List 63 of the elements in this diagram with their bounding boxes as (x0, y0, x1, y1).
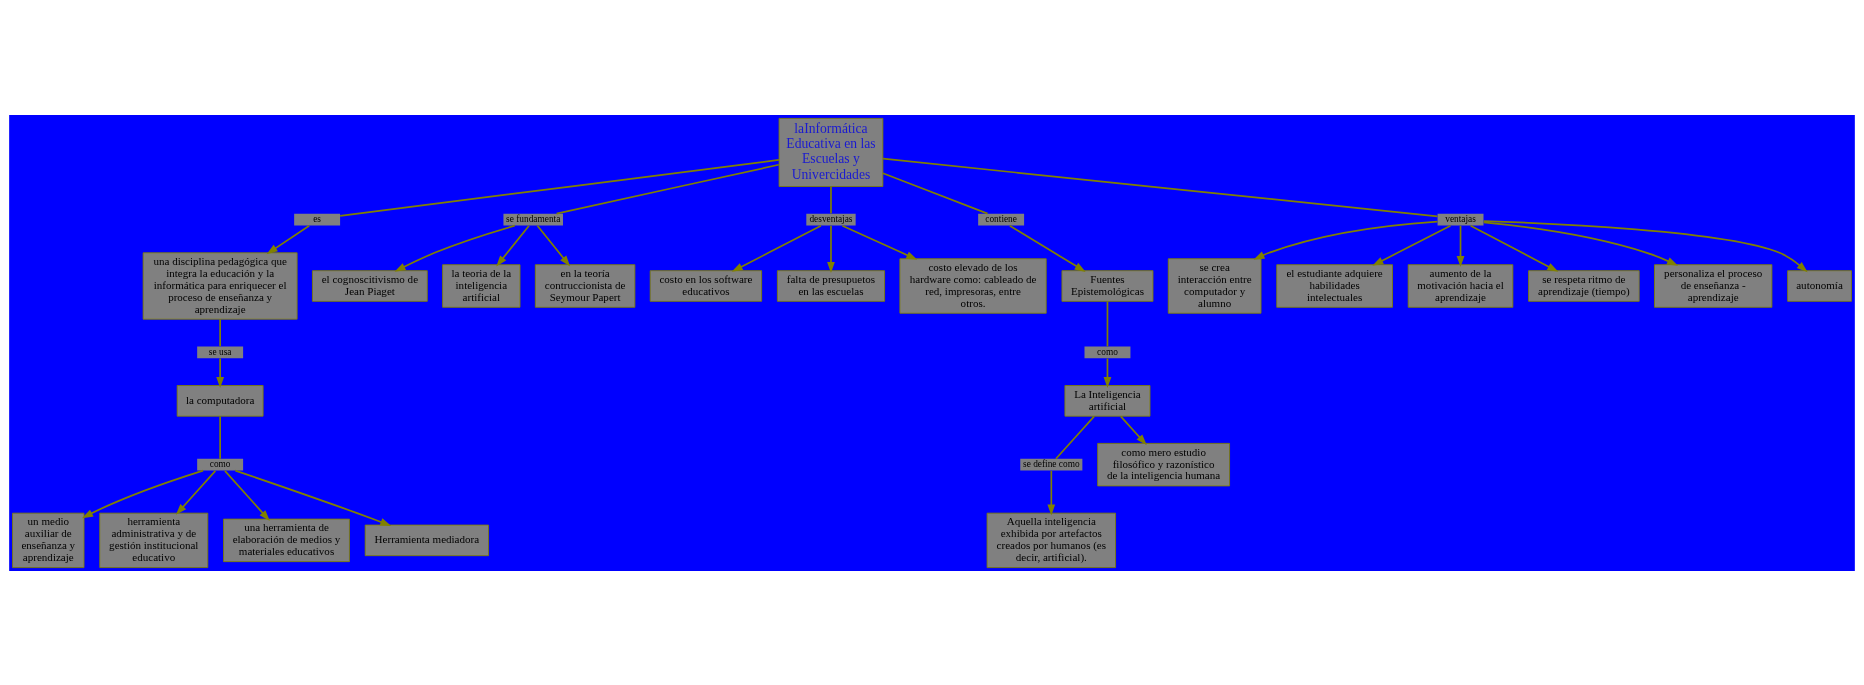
connector (882, 157, 1439, 217)
node-box: se define como (1020, 458, 1083, 471)
arrow (1253, 220, 1439, 260)
node-box: se fundamenta (503, 213, 563, 226)
node-box: autonomía (1787, 269, 1852, 302)
node-box: como mero estudio filosófico y razonístico de la inteligencia humana (1097, 442, 1230, 486)
node-box: falta de presupuetos en las escuelas (776, 269, 885, 302)
arrow (1482, 221, 1679, 266)
node-box: una disciplina pedagógica que integra la educación y la informática para enriquecer el proceso de enseñanza y aprendizaje (142, 251, 298, 320)
node-box: la teoria de la inteligencia artificial (442, 263, 521, 308)
connector (555, 163, 780, 214)
arrow (1047, 469, 1056, 516)
arrow (394, 224, 516, 272)
node-box: en la teoría contruccionista de Seymour Papert (534, 263, 636, 308)
arrow (224, 469, 270, 521)
node-box: personaliza el proceso de enseñanza - aprendizaje (1654, 263, 1773, 308)
node-box: Herramienta mediadora (364, 524, 489, 556)
connector (219, 318, 221, 347)
connector (882, 171, 989, 214)
node-box: contiene (978, 213, 1025, 226)
arrow (81, 469, 204, 518)
arrow (1469, 224, 1559, 272)
connector (219, 415, 221, 460)
node-box: La Inteligencia artificial (1064, 384, 1151, 417)
node-box: es (294, 213, 341, 226)
node-box: como (1084, 345, 1131, 358)
arrow (1372, 224, 1452, 266)
connector (339, 158, 780, 217)
node-box: aumento de la motivación hacia el aprendizaje (1407, 263, 1514, 308)
node-box: Fuentes Epistemológicas (1061, 269, 1154, 302)
arrow (1482, 219, 1808, 272)
arrow (175, 469, 217, 515)
arrow (827, 224, 835, 273)
arrow (1103, 357, 1112, 388)
node-box: una herramienta de elaboración de medios y materiales educativos (223, 518, 350, 562)
arrow (496, 224, 530, 267)
node-box: herramienta administrativa y de gestión institucional educativo (99, 512, 209, 568)
arrow (216, 357, 224, 388)
node-box: costo elevado de los hardware como: cableado de red, impresoras, entre otros. (899, 257, 1047, 314)
node-box: costo en los software educativos (649, 269, 763, 302)
arrow (731, 224, 822, 272)
node-box: se respeta ritmo de aprendizaje (tiempo) (1528, 269, 1640, 302)
connector (1106, 300, 1109, 347)
arrow (841, 224, 918, 260)
arrow (266, 224, 311, 254)
arrow (1456, 224, 1465, 267)
arrow (1119, 415, 1147, 445)
node-box: el cognoscitivismo de Jean Piaget (312, 269, 428, 302)
node-box: la computadora (176, 384, 264, 417)
connector (830, 185, 832, 214)
node-box: se usa (197, 345, 244, 358)
node-box: desventajas (806, 213, 856, 226)
node-box: ventajas (1437, 213, 1484, 226)
node-box: laInformática Educativa en las Escuelas y Univercidades (778, 117, 884, 187)
arrow (234, 469, 392, 526)
node-box: se crea interacción entre computador y alumno (1167, 257, 1262, 314)
connector (1055, 415, 1095, 460)
node-box: como (197, 458, 244, 471)
node-box: Aquella inteligencia exhibida por artefactos creados por humanos (es decir, artificial). (986, 512, 1116, 568)
arrow (1009, 224, 1086, 272)
node-box: un medio auxiliar de enseñanza y aprendizaje (12, 512, 85, 568)
node-box: el estudiante adquiere habilidades intelectuales (1276, 263, 1393, 308)
arrow (536, 224, 571, 267)
